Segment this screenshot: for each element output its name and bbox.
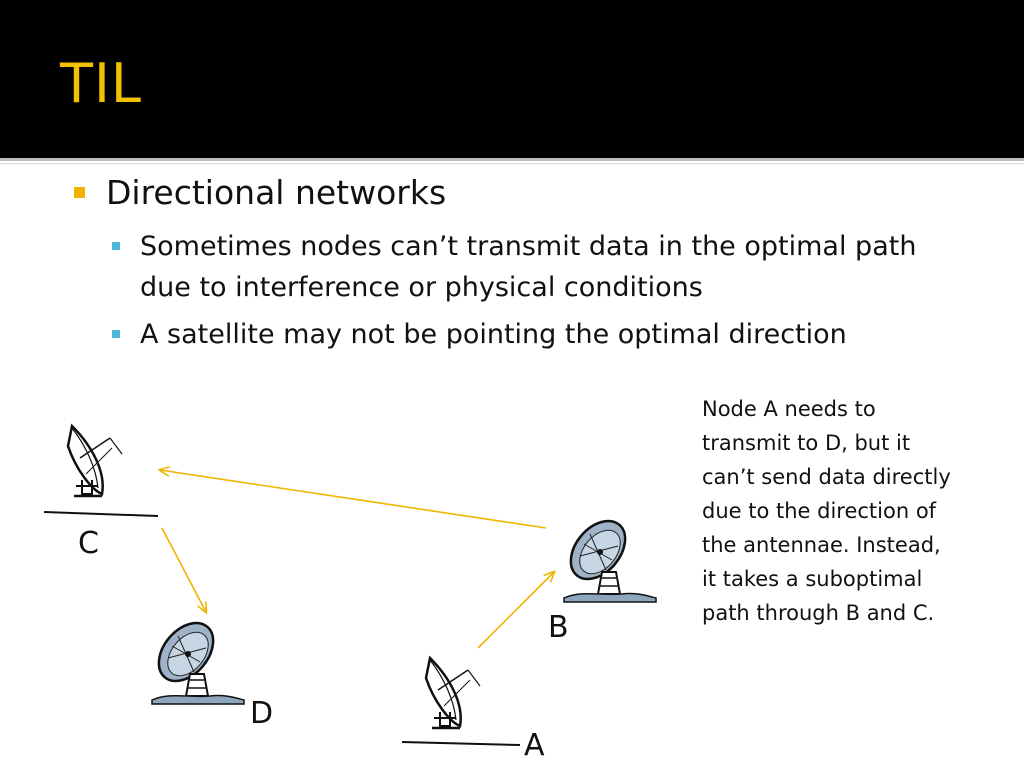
ground-line-a bbox=[401, 741, 521, 746]
title-divider bbox=[0, 158, 1024, 161]
node-label-c: C bbox=[78, 526, 99, 561]
arrow-a-to-b bbox=[477, 572, 554, 649]
explanation-note: Node A needs to transmit to D, but it ca… bbox=[702, 397, 951, 625]
bullet-interference: Sometimes nodes can’t transmit data in t… bbox=[140, 231, 917, 303]
bullet-marker-level2 bbox=[112, 330, 120, 338]
title-divider-thin bbox=[0, 163, 1024, 164]
bullet-marker-level1 bbox=[74, 187, 85, 198]
bullet-satellite-direction: A satellite may not be pointing the opti… bbox=[140, 319, 847, 350]
node-label-a: A bbox=[524, 728, 545, 763]
satellite-dish-icon bbox=[66, 424, 124, 498]
satellite-dish-icon bbox=[146, 611, 246, 706]
slide-title: TIL bbox=[60, 52, 142, 115]
title-bar bbox=[0, 0, 1024, 158]
arrow-c-to-d bbox=[161, 527, 206, 612]
bullet-directional-networks: Directional networks bbox=[106, 173, 447, 212]
arrow-b-to-c bbox=[160, 470, 547, 529]
satellite-dish-icon bbox=[558, 509, 658, 604]
ground-line-c bbox=[43, 511, 159, 517]
bullet-marker-level2 bbox=[112, 242, 120, 250]
node-label-b: B bbox=[548, 610, 569, 645]
satellite-dish-icon bbox=[424, 656, 482, 730]
node-label-d: D bbox=[250, 696, 274, 731]
